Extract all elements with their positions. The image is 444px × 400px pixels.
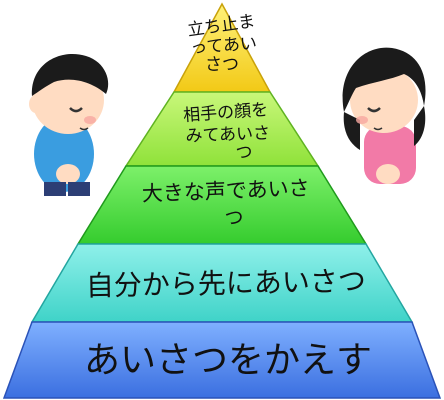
pyramid-tier-3: 大きな声であいさ つ — [76, 165, 368, 245]
tier-2-line-3: つ — [236, 143, 253, 163]
bowing-girl-icon — [342, 47, 426, 184]
tier-1-line-2: ってあい — [190, 34, 258, 59]
bowing-boy-icon — [29, 53, 109, 196]
pyramid-tier-4: 自分から先にあいさつ — [30, 243, 414, 323]
tier-3-line-2: つ — [224, 207, 243, 229]
tier-2-line-2: みてあいさ — [185, 124, 270, 147]
tier-3-line-1: 大きな声であいさ — [141, 176, 310, 206]
tier-1-line-3: さつ — [205, 55, 239, 75]
pyramid-tier-5: あいさつをかえす — [2, 321, 442, 399]
pyramid-tier-1: 立ち止ま ってあい さつ — [172, 2, 272, 93]
pyramid-tier-2: 相手の顔を みてあいさ つ — [124, 91, 320, 167]
tier-4-line-1: 自分から先にあいさつ — [86, 265, 367, 303]
tier-5-line-1: あいさつをかえす — [84, 340, 372, 381]
